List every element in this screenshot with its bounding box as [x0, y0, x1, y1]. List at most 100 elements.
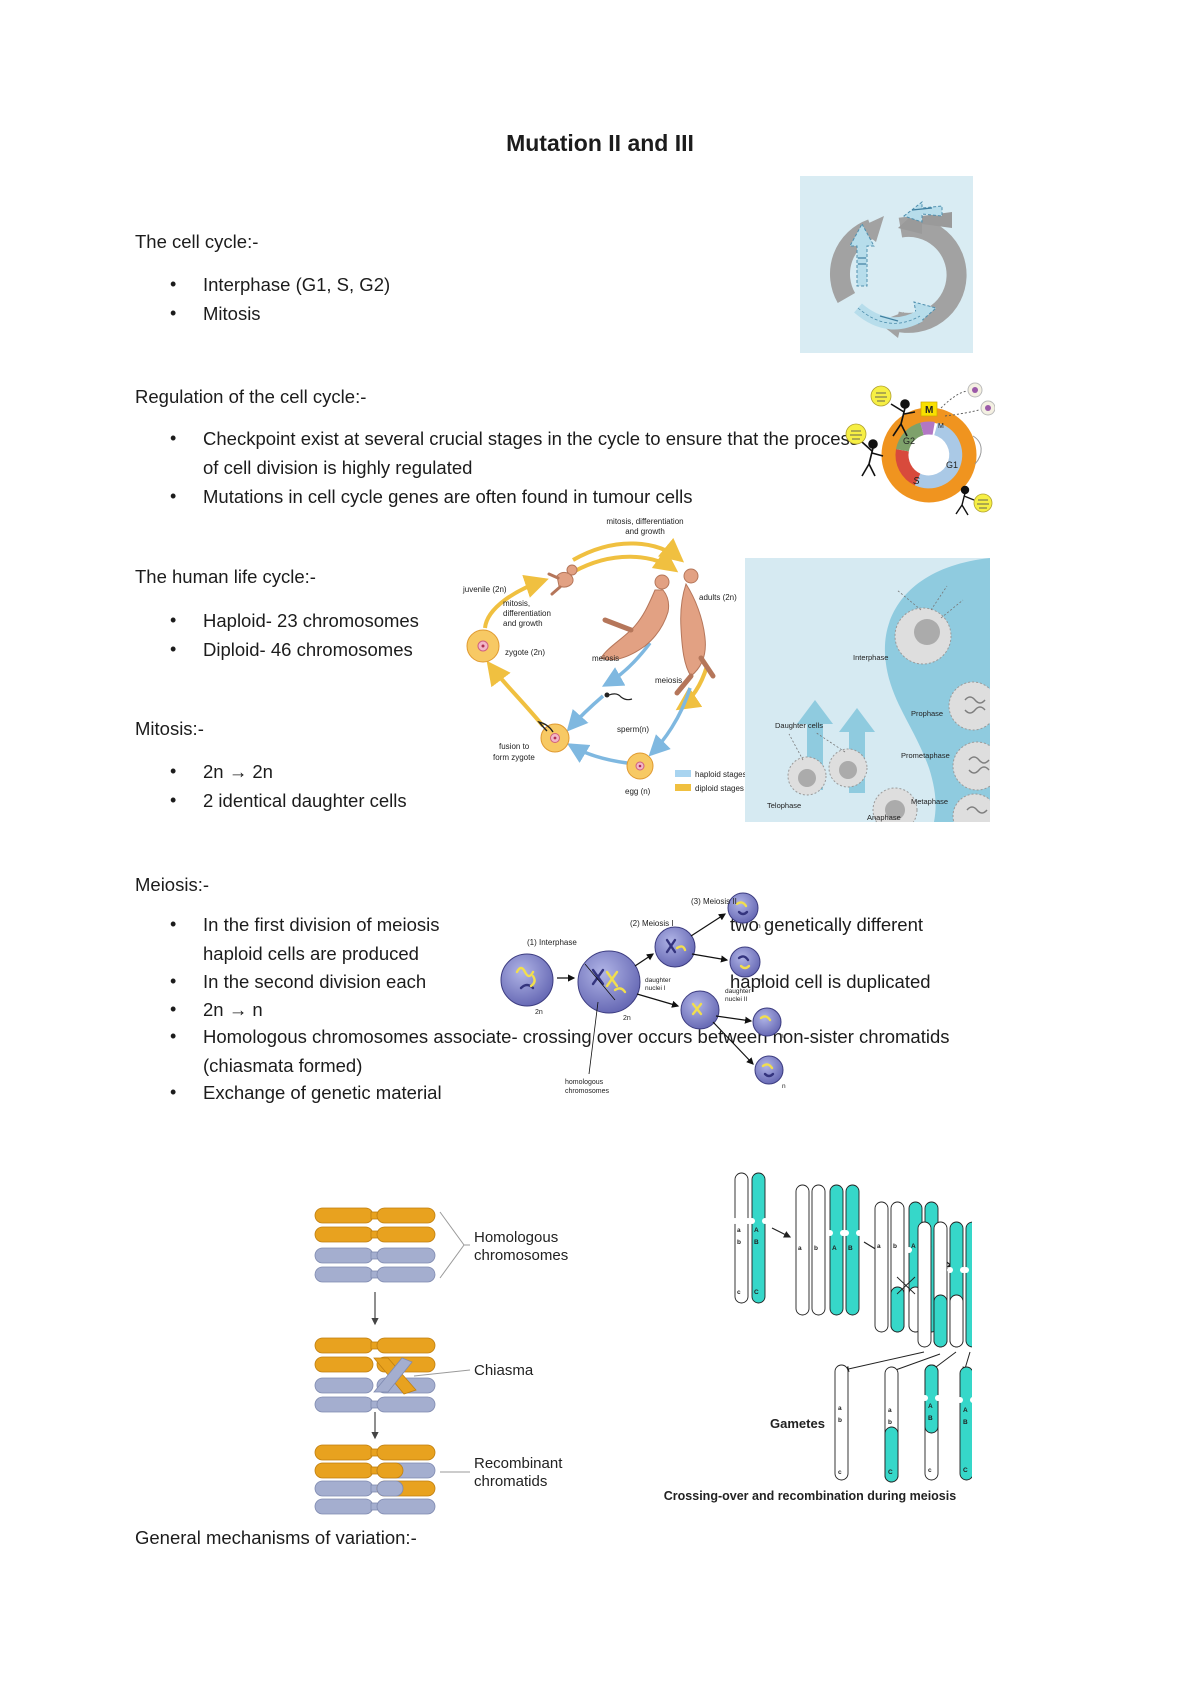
- gene-label: B: [928, 1415, 933, 1422]
- label-2n-a: 2n: [535, 1009, 543, 1016]
- label-meiosis-2-step: (3) Meiosis II: [691, 897, 737, 906]
- gene-label: A: [963, 1407, 968, 1414]
- group-1-homologs: [732, 1172, 768, 1304]
- heading-life-cycle: The human life cycle:-: [135, 566, 316, 587]
- chiasma-pointer: [413, 1369, 471, 1377]
- gene-label: A: [754, 1227, 759, 1234]
- phase-ring: [895, 421, 963, 489]
- label-n-1: n: [757, 923, 761, 930]
- label-prophase: Prophase: [911, 709, 943, 718]
- figure-human-life-cycle: mitosis, differentiation and growth juve…: [462, 517, 745, 796]
- arrows: [557, 913, 754, 1075]
- group-2-replicated: [795, 1184, 862, 1316]
- label-interphase: Interphase: [853, 653, 888, 662]
- label-n-3: n: [780, 1033, 784, 1040]
- egg-cell: [626, 752, 654, 780]
- label-daughter-nuclei-1b: nuclei I: [645, 985, 666, 992]
- tiny-label-marks: [858, 207, 933, 322]
- check-sign-g1: [973, 493, 993, 513]
- label-daughter-nuclei-1a: daughter: [645, 977, 671, 984]
- g0-arc: [972, 435, 982, 465]
- gene-label: b: [838, 1417, 842, 1424]
- heading-mitosis: Mitosis:-: [135, 718, 204, 739]
- label-homologous-1: Homologous: [474, 1229, 558, 1246]
- gene-label: b: [888, 1419, 892, 1426]
- label-m-inner: M: [938, 423, 944, 430]
- page-title: Mutation II and III: [506, 130, 694, 156]
- figure-caption: Crossing-over and recombination during m…: [664, 1489, 956, 1503]
- check-sign-g2-text-marks: [850, 430, 862, 440]
- check-sign-m-text-marks: [875, 392, 887, 402]
- label-homologous-1: homologous: [565, 1079, 604, 1086]
- heading-meiosis: Meiosis:-: [135, 874, 210, 895]
- label-daughter-nuclei-2a: daughter: [725, 988, 751, 995]
- gene-label: c: [838, 1469, 842, 1476]
- label-daughter-cells: Daughter cells: [775, 721, 823, 730]
- gene-label: c: [928, 1467, 932, 1474]
- heading-variation: General mechanisms of variation:-: [135, 1527, 417, 1548]
- adults-figures: [600, 568, 716, 696]
- label-anaphase: Anaphase: [867, 813, 901, 822]
- label-juvenile: juvenile (2n): [462, 585, 507, 594]
- label-gametes: Gametes: [770, 1416, 825, 1431]
- gene-label: C: [888, 1469, 893, 1476]
- legend-haploid-swatch: [675, 770, 691, 777]
- label-adults: adults (2n): [699, 593, 737, 602]
- blue-phase-arrows: [849, 200, 943, 325]
- figure-crossing-over: a b c A B C a b A B a: [664, 1172, 972, 1503]
- bullet-identical-daughters: 2 identical daughter cells: [170, 786, 407, 815]
- gene-label: a: [838, 1405, 842, 1412]
- nuclei: [798, 619, 940, 820]
- sperm-cell: [604, 692, 633, 701]
- stage-1-chromosomes: [314, 1207, 436, 1283]
- gene-label: A: [832, 1245, 837, 1252]
- label-n-4: n: [782, 1083, 786, 1090]
- arrow-1: [771, 1227, 792, 1238]
- bullet-checkpoint: Checkpoint exist at several crucial stag…: [170, 424, 875, 482]
- check-sign-m: [870, 385, 892, 407]
- bullet-2n-2n: 2n → 2n: [170, 757, 273, 786]
- label-interphase-step: (1) Interphase: [527, 938, 577, 947]
- label-g2: G2: [903, 436, 915, 446]
- m-phase-box: [920, 401, 938, 417]
- checkpoint-figure-left: [861, 439, 884, 477]
- group-4-recombined: [917, 1221, 972, 1348]
- arrows-to-gametes: [843, 1351, 971, 1374]
- blue-bottom-arc-outline: [857, 307, 921, 324]
- bullet-mitosis: Mitosis: [170, 299, 260, 328]
- label-sperm: sperm(n): [617, 725, 649, 734]
- chromosomes: [515, 901, 775, 1078]
- figure-cell-cycle-ring: [800, 176, 973, 353]
- gene-label: b: [893, 1243, 897, 1250]
- label-mitosis-left-1: mitosis,: [503, 599, 530, 608]
- bullet-second-division: In the second division each: [170, 967, 426, 996]
- up-arrow-2: [839, 708, 875, 793]
- figure-cell-cycle-checkpoints: M M G1 G2 S: [845, 382, 995, 516]
- bullet-exchange: Exchange of genetic material: [170, 1078, 442, 1107]
- gene-label: a: [737, 1227, 741, 1234]
- label-meiosis-2: meiosis: [655, 676, 682, 685]
- label-recombinant-1: Recombinant: [474, 1455, 563, 1472]
- chromatin-squiggles: [964, 696, 990, 814]
- label-prometaphase: Prometaphase: [901, 751, 950, 760]
- gene-label: b: [814, 1245, 818, 1252]
- figure-homologous-chromosomes: Homologous chromosomes Chiasma: [314, 1207, 568, 1515]
- zygote-cell: [466, 629, 500, 663]
- yellow-diploid-arrows: [483, 537, 709, 728]
- gene-label: a: [877, 1243, 881, 1250]
- gene-label: b: [737, 1239, 741, 1246]
- gene-label: c: [737, 1289, 741, 1296]
- up-arrow-1: [797, 700, 833, 790]
- fusion-zygote-cell: [537, 720, 570, 753]
- heading-cell-cycle: The cell cycle:-: [135, 231, 259, 252]
- label-fusion-2: form zygote: [493, 753, 535, 762]
- gene-label: B: [848, 1245, 853, 1252]
- exiting-cells: [940, 382, 995, 417]
- label-2n-b: 2n: [623, 1015, 631, 1022]
- gamete-chromatids: [834, 1364, 972, 1483]
- gene-label: B: [754, 1239, 759, 1246]
- label-daughter-nuclei-2b: nuclei II: [725, 996, 748, 1003]
- checkpoint-figure-bottom: [955, 485, 975, 516]
- label-m-phase: M: [925, 405, 933, 416]
